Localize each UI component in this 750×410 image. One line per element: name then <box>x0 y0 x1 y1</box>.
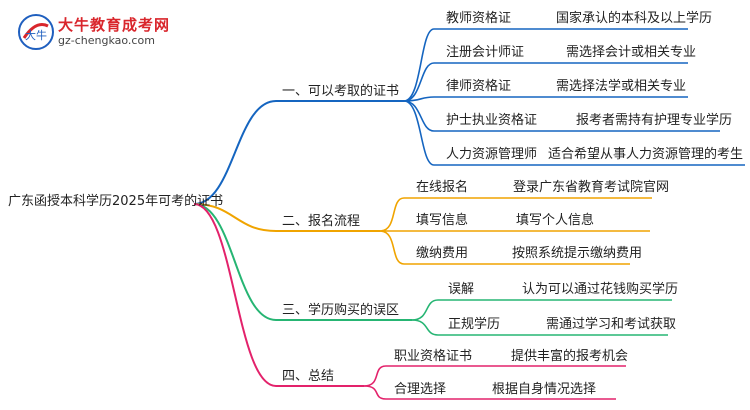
leaf-connector <box>411 299 439 321</box>
leaf-detail: 需选择会计或相关专业 <box>566 45 697 60</box>
leaf-detail: 需通过学习和考试获取 <box>546 317 677 332</box>
leaf-label: 职业资格证书 <box>394 349 473 364</box>
leaf-detail: 需选择法学或相关专业 <box>556 79 687 94</box>
leaf-connector <box>363 365 387 387</box>
site-logo[interactable]: 大牛 大牛教育成考网 gz-chengkao.com <box>16 10 216 56</box>
logo-title: 大牛教育成考网 <box>58 16 171 34</box>
branch-connector <box>193 203 277 232</box>
branch-label-certificates: 一、可以考取的证书 <box>282 84 400 99</box>
leaf-connector <box>379 230 405 265</box>
logo-url: gz-chengkao.com <box>58 34 155 47</box>
leaf-connector <box>403 100 435 166</box>
branch-connector <box>193 203 277 321</box>
branch-connector <box>193 203 277 387</box>
leaf-detail: 适合希望从事人力资源管理的考生 <box>548 147 744 162</box>
leaf-detail: 国家承认的本科及以上学历 <box>556 11 713 26</box>
branch-connector <box>193 100 277 205</box>
leaf-label: 人力资源管理师 <box>446 147 538 162</box>
logo-mark-text: 大牛 <box>25 28 47 42</box>
leaf-label: 缴纳费用 <box>416 246 469 261</box>
leaf-connector <box>403 28 435 102</box>
leaf-label: 正规学历 <box>448 317 501 332</box>
branch-label-misconceptions: 三、学历购买的误区 <box>282 303 400 318</box>
leaf-detail: 登录广东省教育考试院官网 <box>513 180 670 195</box>
leaf-label: 注册会计师证 <box>446 45 525 60</box>
leaf-label: 护士执业资格证 <box>446 113 538 128</box>
leaf-label: 填写信息 <box>416 213 469 228</box>
leaf-label: 律师资格证 <box>446 79 512 94</box>
leaf-label: 教师资格证 <box>446 11 512 26</box>
leaf-connector <box>379 197 405 232</box>
leaf-detail: 认为可以通过花钱购买学历 <box>522 282 679 297</box>
leaf-detail: 按照系统提示缴纳费用 <box>512 246 643 261</box>
leaf-label: 在线报名 <box>416 180 469 195</box>
branch-label-summary: 四、总结 <box>282 369 335 384</box>
leaf-connector <box>403 62 435 102</box>
leaf-detail: 填写个人信息 <box>516 213 595 228</box>
branch-label-registration: 二、报名流程 <box>282 214 361 229</box>
leaf-detail: 根据自身情况选择 <box>492 382 597 397</box>
leaf-connector <box>363 385 387 400</box>
leaf-connector <box>411 319 439 336</box>
leaf-detail: 提供丰富的报考机会 <box>511 349 629 364</box>
leaf-detail: 报考者需持有护理专业学历 <box>576 113 733 128</box>
leaf-label: 合理选择 <box>394 382 447 397</box>
logo-mark-icon: 大牛 <box>18 14 54 50</box>
root-node-label: 广东函授本科学历2025年可考的证书 <box>8 194 224 209</box>
leaf-label: 误解 <box>448 282 475 297</box>
